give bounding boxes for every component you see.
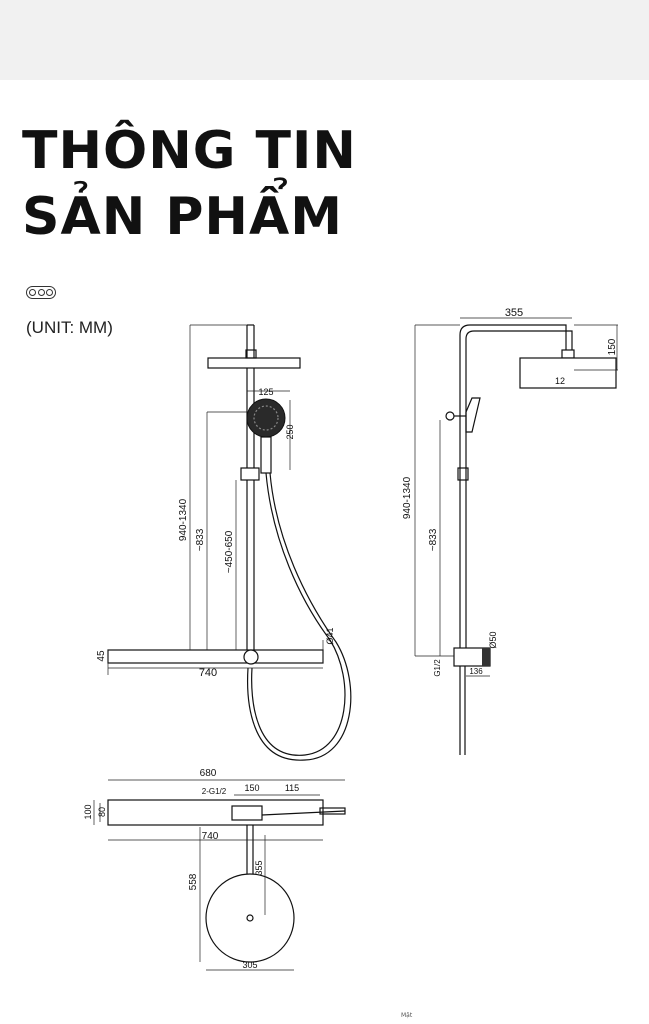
top-shelf — [107, 799, 324, 826]
top-depth-558: 558 — [188, 873, 199, 890]
shelf — [107, 649, 324, 664]
side-height-mid: ~833 — [428, 528, 439, 551]
front-view: 940-1340 ~833 ~450-650 125 250 Ø41 45 74… — [96, 324, 352, 761]
side-head-thickness: 12 — [555, 376, 565, 386]
front-shelf-height: 45 — [96, 650, 107, 662]
top-arm: 355 — [254, 860, 264, 875]
front-shelf-width: 740 — [199, 667, 217, 679]
front-height-total: 940-1340 — [178, 498, 189, 541]
top-shelf-width: 740 — [202, 831, 219, 842]
slider-bracket — [240, 467, 260, 481]
side-view: 355 150 12 940-1340 ~833 Ø50 G1/2 136 — [402, 307, 618, 755]
side-arm-length: 355 — [505, 307, 523, 319]
title-line-1: THÔNG TIN — [22, 121, 357, 181]
three-dots-icon — [26, 286, 56, 299]
side-shower-head — [519, 357, 617, 389]
top-banner — [0, 0, 649, 80]
top-head-dia: 305 — [242, 960, 257, 970]
front-handshower-height: 250 — [285, 424, 295, 439]
page-title: THÔNG TIN SẢN PHẨM — [22, 118, 357, 250]
hand-shower — [246, 398, 286, 438]
top-spout-length: 115 — [285, 783, 299, 793]
side-head-height: 150 — [607, 338, 618, 355]
front-hand-range: ~450-650 — [224, 530, 235, 573]
top-depth-80: 80 — [97, 807, 107, 817]
unit-label: (UNIT: MM) — [26, 318, 113, 337]
top-inlet-label: 2-G1/2 — [202, 787, 227, 796]
side-height-total: 940-1340 — [402, 476, 413, 519]
side-valve-dia: Ø50 — [488, 631, 498, 648]
top-shower-head — [205, 873, 295, 963]
front-diverter-dia: Ø41 — [325, 627, 335, 644]
front-height-mid: ~833 — [195, 528, 206, 551]
footer-mark: Mặt — [401, 1012, 413, 1019]
top-overall-width: 680 — [200, 768, 217, 779]
shower-head — [207, 357, 301, 369]
top-depth-100: 100 — [83, 804, 93, 819]
front-handshower-width: 125 — [258, 387, 273, 397]
side-inlet: G1/2 — [433, 659, 442, 677]
title-line-2: SẢN PHẨM — [22, 187, 343, 247]
top-view: 680 2-G1/2 150 115 100 80 740 355 558 30… — [83, 768, 346, 971]
side-valve-depth: 136 — [469, 667, 483, 676]
top-inlet-spacing: 150 — [244, 783, 259, 793]
